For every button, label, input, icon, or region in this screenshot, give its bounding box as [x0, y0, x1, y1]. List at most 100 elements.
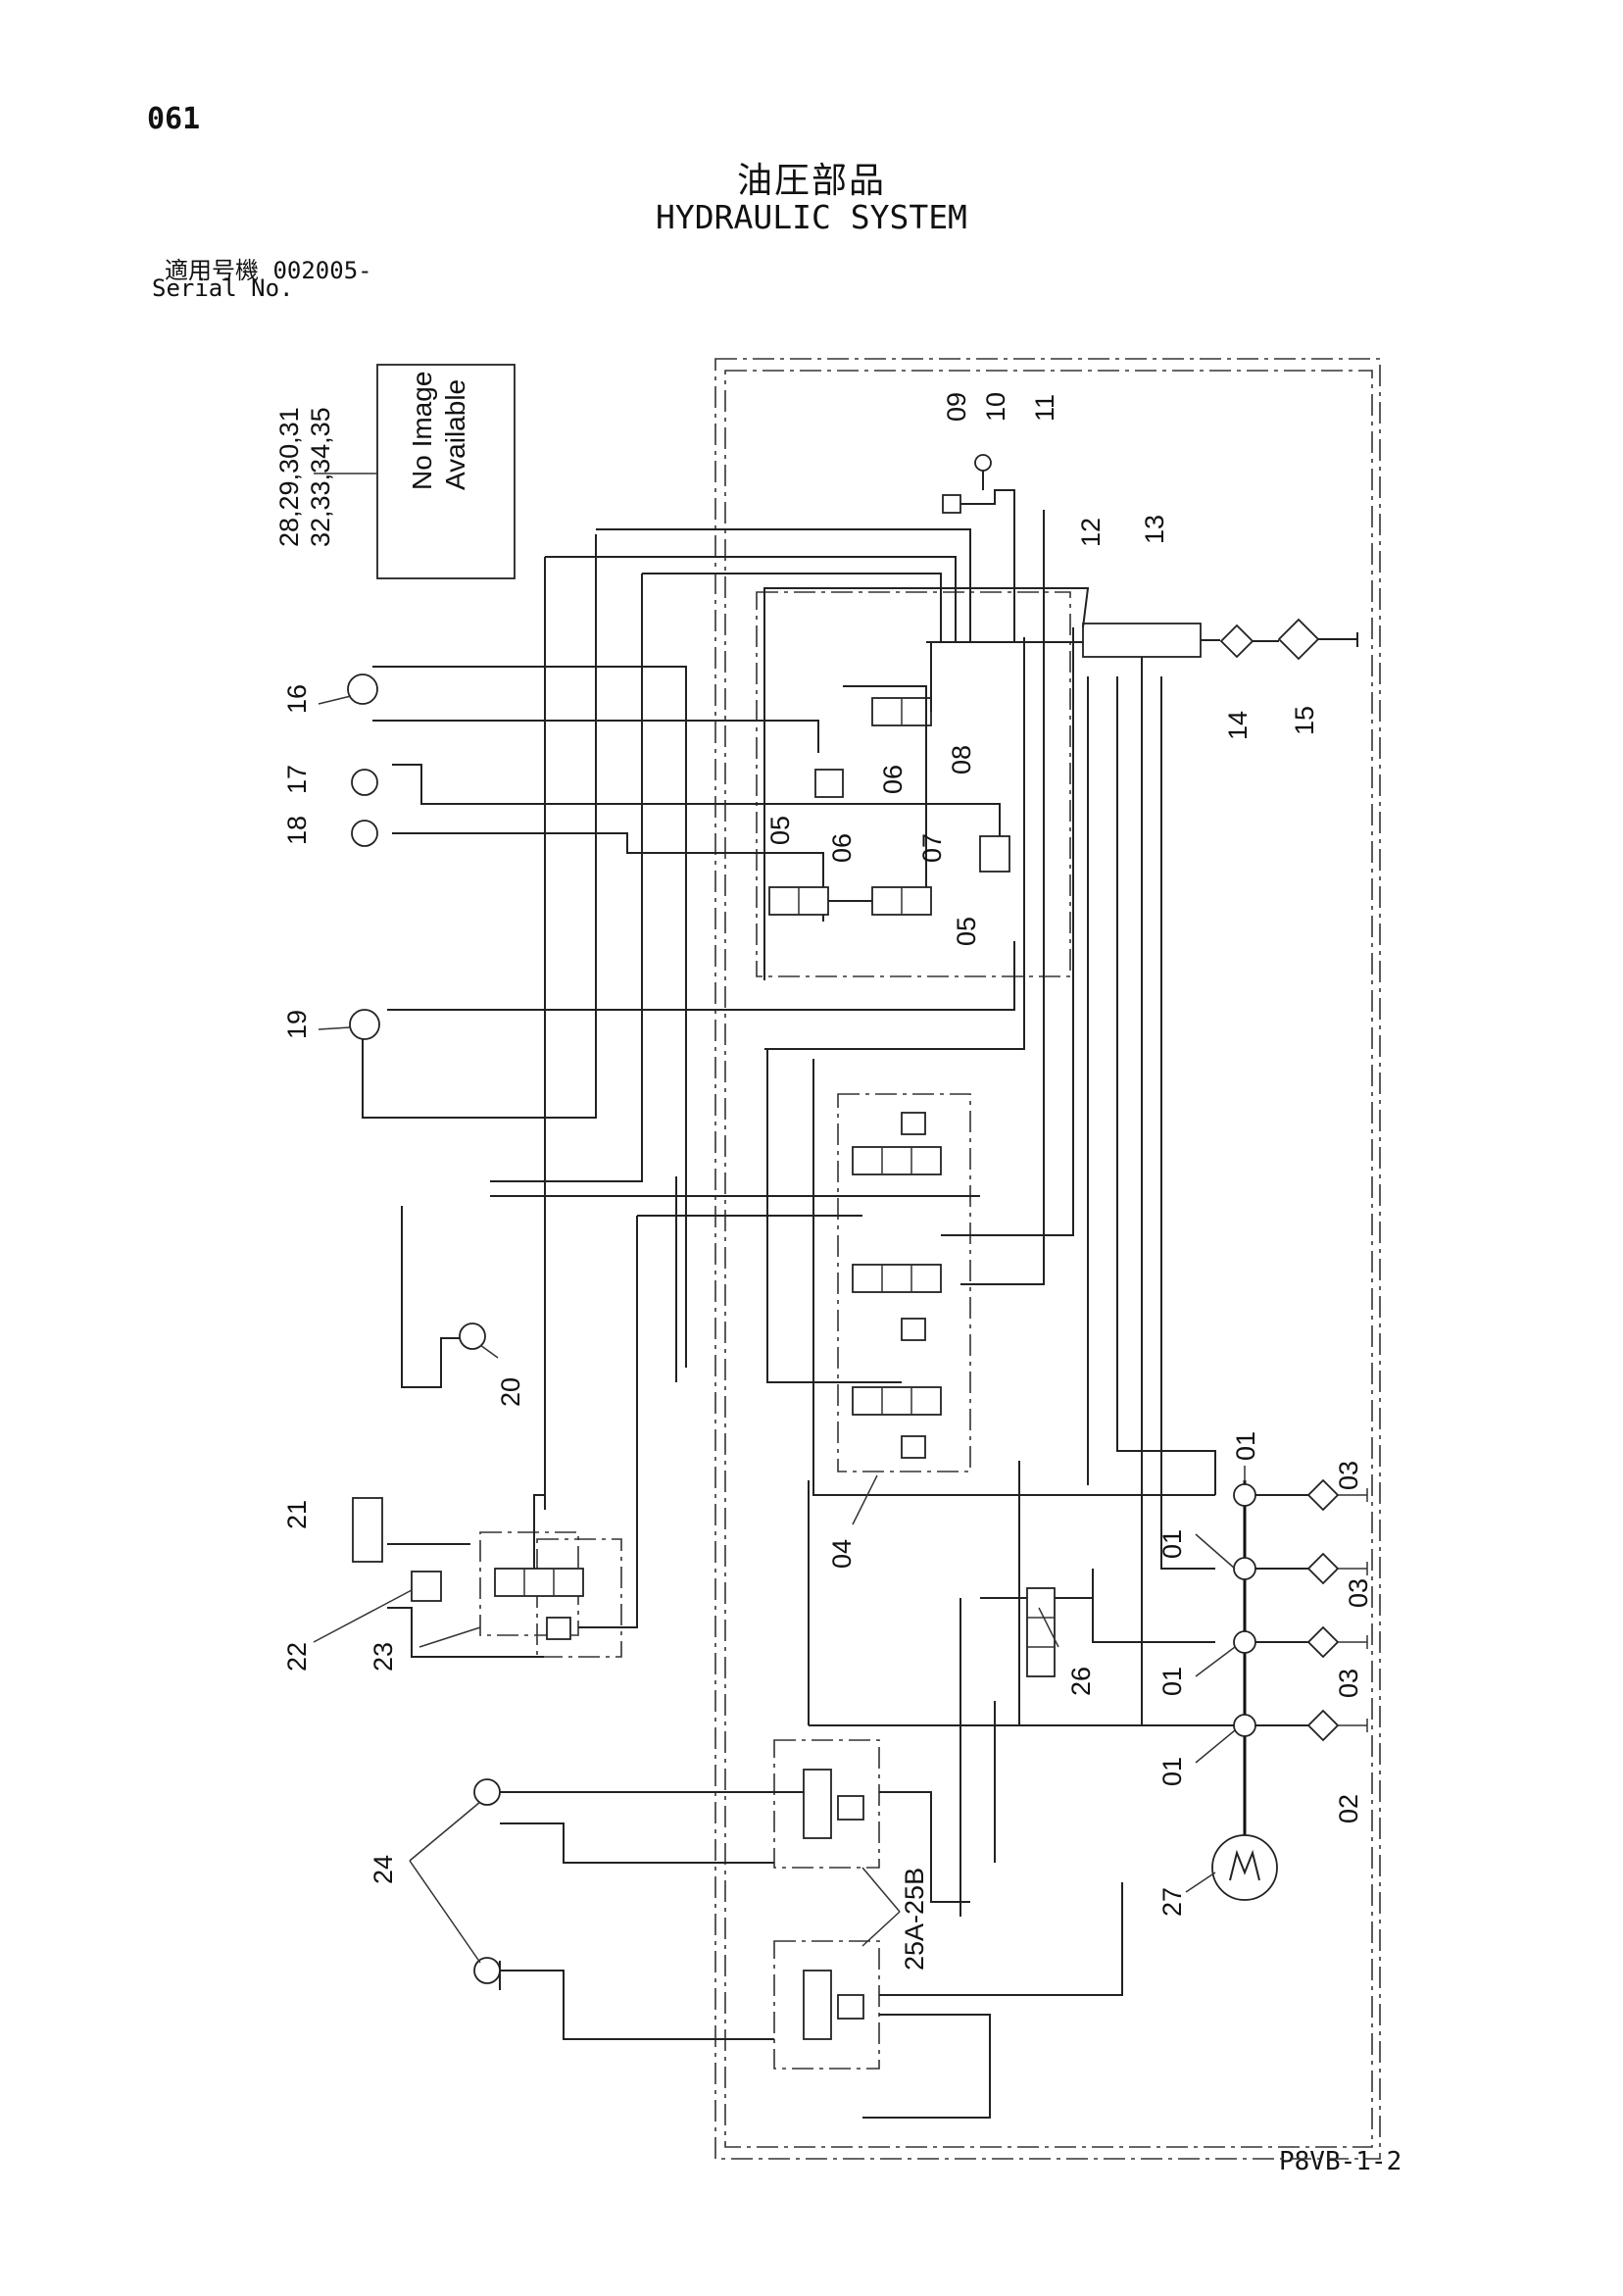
tank-03-a	[1338, 1488, 1368, 1502]
callout-23: 23	[369, 1642, 398, 1672]
tank-02	[1338, 1719, 1368, 1732]
leader-04	[852, 1474, 878, 1525]
line-16b	[372, 720, 819, 753]
callout-21: 21	[282, 1500, 312, 1529]
motor-24a	[473, 1778, 501, 1806]
callout-10: 10	[981, 392, 1010, 422]
motor-16	[347, 674, 378, 705]
page-number: 061	[147, 102, 201, 136]
callout-26: 26	[1066, 1667, 1096, 1696]
callout-02: 02	[1334, 1794, 1363, 1823]
callout-01-a: 01	[1231, 1431, 1260, 1461]
leader-22	[313, 1589, 413, 1643]
callout-19: 19	[282, 1010, 312, 1039]
leader-27	[1185, 1872, 1216, 1893]
motor-17	[351, 769, 378, 796]
leader-25b	[861, 1911, 901, 1947]
motor-symbol	[1229, 1849, 1260, 1881]
line-20	[401, 1206, 461, 1388]
line-23-up	[533, 1494, 545, 1569]
line-17	[392, 764, 941, 805]
callout-06-upper: 06	[878, 765, 908, 794]
callout-05-lower: 05	[952, 917, 981, 946]
line-08	[931, 803, 1001, 836]
line-vert-m	[1092, 1598, 1215, 1643]
callout-11: 11	[1030, 394, 1059, 422]
valve-bank-box	[837, 1093, 971, 1472]
callout-04: 04	[827, 1539, 857, 1569]
valve-25b-box	[773, 1940, 880, 2070]
callout-01-c: 01	[1157, 1667, 1187, 1696]
no-image-line2: Available	[440, 379, 470, 490]
leader-20	[479, 1344, 499, 1359]
callout-13: 13	[1140, 515, 1169, 544]
title-japanese: 油圧部品	[736, 161, 886, 201]
line-mid-1	[764, 637, 1025, 1050]
line-18	[392, 832, 824, 922]
valve-23-outer	[536, 1538, 622, 1658]
spool-3	[852, 1386, 942, 1416]
line-15	[1253, 632, 1358, 647]
callout-16: 16	[282, 684, 312, 714]
line-12	[763, 587, 1090, 980]
line-mid-4	[490, 574, 643, 1182]
unit-enclosure	[714, 358, 1381, 2160]
valve-22	[411, 1571, 442, 1602]
strainer-03-c	[1306, 1625, 1340, 1659]
valve-25b-relief	[837, 1994, 864, 2020]
line-top-1	[596, 528, 971, 642]
spool-1	[852, 1146, 942, 1175]
leader-01-c	[1195, 1646, 1236, 1677]
leader-01-b	[1195, 1533, 1236, 1570]
tank-03-b	[1338, 1562, 1368, 1575]
relief-2	[901, 1318, 926, 1341]
pump-01-a	[1233, 1483, 1256, 1507]
filter-13	[1082, 623, 1202, 658]
valve-26	[1026, 1587, 1056, 1677]
callout-15: 15	[1290, 706, 1319, 735]
leader-24b	[409, 1860, 481, 1964]
line-24b-2	[500, 1970, 774, 2040]
line-19	[387, 941, 1015, 1011]
line-25b-right2	[862, 2014, 991, 2119]
line-mid-2	[812, 1059, 1215, 1496]
pump-01-b	[1233, 1557, 1256, 1580]
callout-32: 32,33,34,35	[306, 407, 335, 547]
document-code: P8VB-1-2	[1279, 2147, 1402, 2176]
callout-22: 22	[282, 1642, 312, 1672]
leader-19	[318, 1026, 351, 1030]
relief-3	[901, 1435, 926, 1459]
switch-09	[942, 494, 961, 514]
callout-12: 12	[1076, 518, 1106, 547]
valve-25b-spool	[803, 1970, 832, 2040]
line-25b-right	[879, 1882, 1123, 1996]
callout-07: 07	[917, 833, 947, 863]
callout-17: 17	[282, 765, 312, 794]
valve-05-upper	[814, 769, 844, 798]
line-cyl-21b	[387, 1607, 544, 1658]
callout-14: 14	[1223, 711, 1253, 740]
filter-14	[1219, 624, 1254, 659]
callout-27: 27	[1157, 1887, 1187, 1917]
cylinder-21	[352, 1497, 383, 1563]
serial-label-japanese: 適用号機 002005-	[165, 257, 372, 284]
callout-03-a: 03	[1334, 1461, 1363, 1490]
callout-06-lower: 06	[827, 833, 857, 863]
line-vert-c	[960, 510, 1045, 1285]
line-24a-return	[500, 1822, 774, 1864]
valve-23-spool	[494, 1568, 584, 1597]
line-manifold-2	[843, 685, 927, 887]
line-top-3	[642, 573, 942, 642]
title-english: HYDRAULIC SYSTEM	[656, 198, 967, 236]
line-vert-b	[766, 1049, 902, 1383]
valve-25a-box	[773, 1739, 880, 1869]
tank-03-c	[1338, 1635, 1368, 1649]
leader-01-d	[1195, 1729, 1236, 1764]
leader-24a	[409, 1801, 481, 1862]
callout-20: 20	[496, 1377, 525, 1407]
callout-03-c: 03	[1334, 1669, 1363, 1698]
motor-27	[1211, 1834, 1278, 1901]
motor-19	[349, 1009, 380, 1040]
valve-25a-relief	[837, 1795, 864, 1821]
